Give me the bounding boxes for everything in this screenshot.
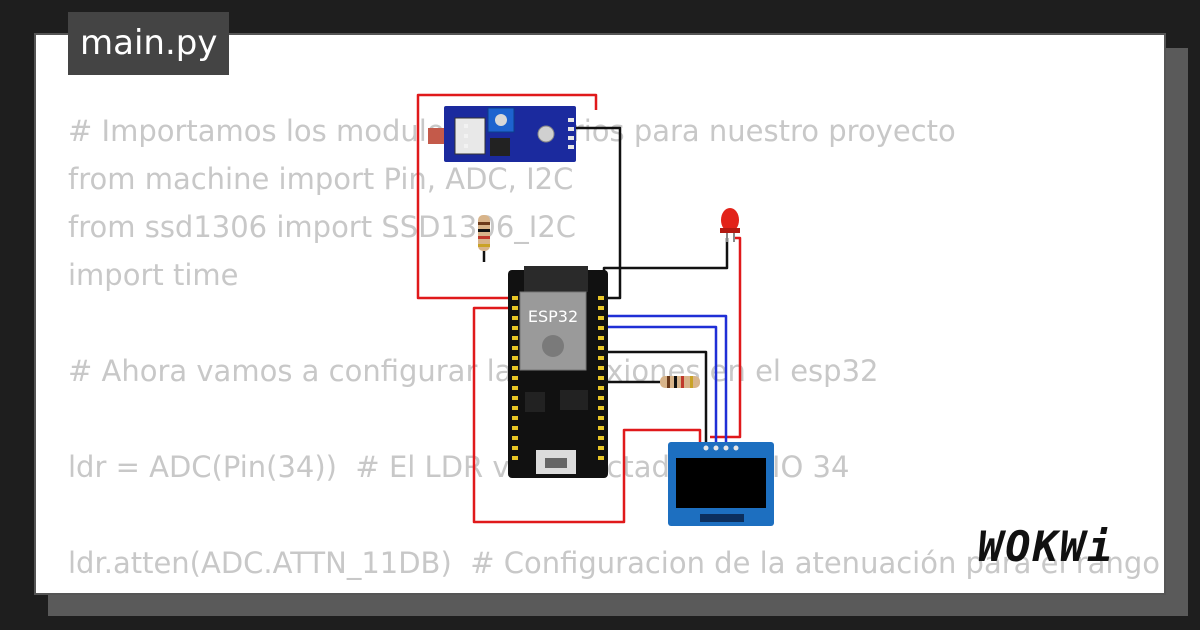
wire-red-3v3 (472, 306, 702, 524)
wokwi-logo: WOKWi (978, 522, 1115, 571)
wire-blue-scl (604, 325, 718, 445)
wire-blue-sda (604, 314, 728, 445)
file-name-label: main.py (68, 12, 230, 75)
code-line: ldr.atten(ADC.ATTN_11DB) # Configuracion… (68, 546, 1160, 580)
resistor-led (660, 376, 700, 388)
code-line: from machine import Pin, ADC, I2C (68, 162, 574, 196)
code-line: import time (68, 258, 239, 292)
wire-black-led (602, 238, 729, 298)
resistor-ldr (478, 215, 490, 251)
ldr-sensor-module (428, 106, 576, 162)
wire-black-gnd-ldr (572, 126, 622, 300)
code-line: # Importamos los modulos necesarios para… (68, 114, 956, 148)
wire-red-vcc-ldr (416, 93, 598, 300)
oled-display (668, 442, 774, 526)
red-led (720, 208, 740, 242)
esp32-label: ESP32 (528, 307, 578, 326)
esp32-board: ESP32 (508, 266, 608, 478)
wire-black-gnd-oled (604, 350, 708, 445)
